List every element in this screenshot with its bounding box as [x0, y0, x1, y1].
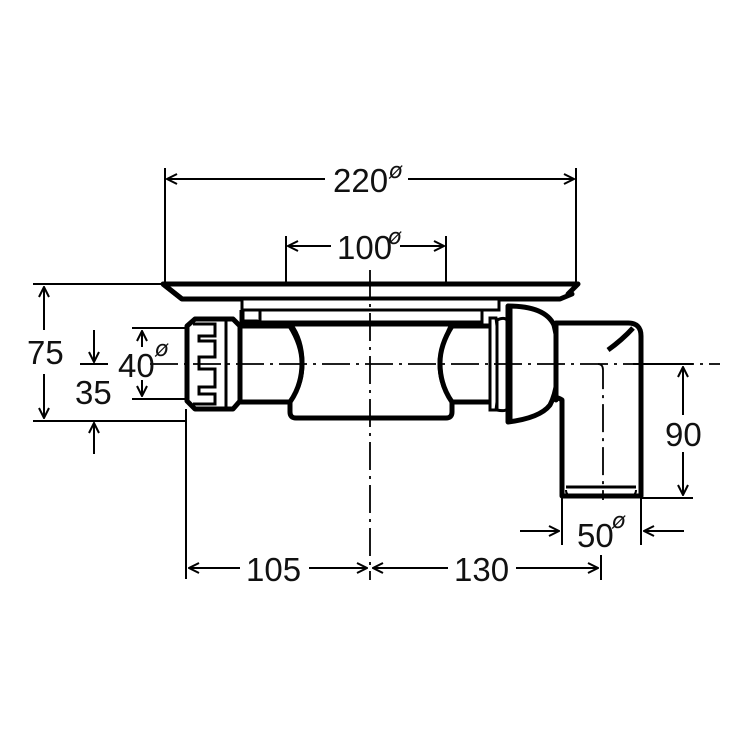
dim-105-label: 105 [246, 551, 301, 588]
grate-ring-lower [258, 308, 484, 324]
dim-90-label: 90 [665, 416, 702, 453]
dim-40-label: 40 [118, 347, 155, 384]
diameter-symbol: ø [611, 509, 626, 534]
diameter-symbol: ø [388, 159, 403, 184]
dim-220: 220 ø [164, 159, 577, 284]
dim-75: 75 [27, 283, 187, 422]
dim-50: 50 ø [520, 498, 684, 554]
dim-40: 40 ø [118, 327, 187, 400]
central-body [287, 321, 455, 421]
elbow-axis [597, 363, 604, 500]
dim-105-130: 105 130 [185, 409, 602, 588]
dim-130-label: 130 [454, 551, 509, 588]
dim-75-label: 75 [27, 334, 64, 371]
dim-220-label: 220 [333, 162, 388, 199]
dim-35: 35 [75, 330, 112, 454]
dim-50-label: 50 [577, 517, 614, 554]
drain-body [160, 281, 644, 499]
dim-100-label: 100 [337, 229, 392, 266]
center-lines [150, 270, 720, 580]
dim-90: 90 [633, 363, 702, 499]
elbow-outlet [553, 320, 644, 499]
dim-35-label: 35 [75, 374, 112, 411]
diameter-symbol: ø [387, 225, 402, 250]
dim-100: 100 ø [285, 225, 447, 284]
diameter-symbol: ø [154, 337, 169, 362]
